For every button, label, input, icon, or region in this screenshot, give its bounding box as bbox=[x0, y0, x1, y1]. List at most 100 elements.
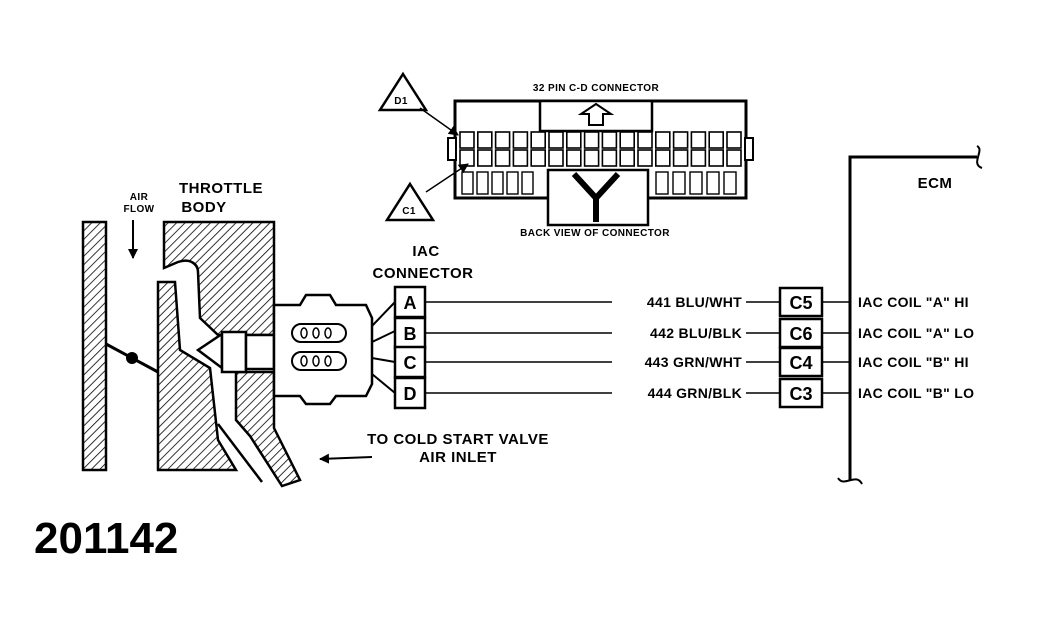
connector-pin bbox=[708, 149, 725, 167]
ecm-pin-box bbox=[778, 377, 824, 409]
circuit-row: B 442 BLU/BLK C6 IAC COIL "A" LO bbox=[393, 316, 974, 350]
connector-pin bbox=[494, 149, 511, 167]
ecm-break-bottom bbox=[837, 477, 863, 485]
connector-pin bbox=[476, 149, 493, 167]
connector-pin bbox=[565, 131, 582, 149]
ecm-pin-label: C3 bbox=[789, 384, 812, 404]
harness-wire-c bbox=[371, 357, 396, 363]
connector-pin bbox=[637, 149, 653, 167]
c1-badge-label: C1 bbox=[402, 206, 416, 217]
connector-pin bbox=[565, 149, 582, 167]
c1-badge bbox=[384, 181, 436, 222]
iac-valve-body bbox=[220, 330, 248, 374]
cold-start-label-1: TO COLD START VALVE bbox=[367, 431, 549, 448]
ecm-function-label: IAC COIL "A" HI bbox=[858, 294, 969, 310]
throttle-body-assembly: AIR FLOW THROTTLE BODY bbox=[81, 180, 396, 488]
throttle-label-1: THROTTLE bbox=[179, 180, 263, 197]
connector-pin bbox=[619, 149, 636, 167]
connector-pin-lower bbox=[689, 171, 703, 195]
connector-pin bbox=[548, 131, 564, 149]
connector-pin-grid bbox=[459, 131, 742, 195]
d1-badge bbox=[377, 71, 429, 112]
connector-pin bbox=[512, 149, 529, 167]
connector-pin bbox=[654, 131, 671, 149]
connector-pin bbox=[530, 149, 547, 167]
connector-pin bbox=[476, 131, 493, 149]
harness-wire-a bbox=[371, 301, 396, 327]
connector-pin-lower bbox=[723, 171, 737, 195]
connector-pin bbox=[601, 149, 618, 167]
connector-pin-lower bbox=[461, 171, 474, 195]
iac-label-2: CONNECTOR bbox=[373, 265, 474, 282]
connector-pin bbox=[672, 149, 689, 167]
connector-pin bbox=[601, 131, 618, 149]
cd-connector: 32 PIN C-D CONNECTOR BACK VIEW OF CONNEC… bbox=[377, 71, 754, 239]
iac-pin-box bbox=[393, 376, 427, 410]
cold-start-label-2: AIR INLET bbox=[419, 449, 497, 466]
socket-pin bbox=[312, 355, 320, 367]
cold-start-arrow bbox=[319, 453, 373, 464]
throttle-shaft bbox=[126, 352, 138, 364]
connector-pin bbox=[726, 131, 742, 149]
ecm-function-label: IAC COIL "B" LO bbox=[858, 385, 974, 401]
connector-pin bbox=[726, 149, 742, 167]
iac-pin-label: A bbox=[404, 293, 417, 313]
iac-label-1: IAC bbox=[412, 243, 439, 260]
ecm-function-label: IAC COIL "A" LO bbox=[858, 325, 974, 341]
wire-label: 444 GRN/BLK bbox=[648, 385, 742, 401]
connector-pin bbox=[690, 149, 707, 167]
iac-pin-label: D bbox=[404, 384, 417, 404]
c1-leader-line bbox=[425, 163, 469, 193]
iac-pin-box bbox=[393, 345, 427, 379]
socket-pin bbox=[324, 355, 332, 367]
connector-pin bbox=[619, 131, 636, 149]
connector-pin bbox=[512, 131, 529, 149]
d1-leader-line bbox=[419, 107, 459, 136]
connector-pin-lower bbox=[476, 171, 489, 195]
connector-pin bbox=[654, 149, 671, 167]
connector-pin-lower bbox=[672, 171, 686, 195]
connector-pin bbox=[708, 131, 725, 149]
connector-pin bbox=[530, 131, 547, 149]
ecm-function-label: IAC COIL "B" HI bbox=[858, 354, 969, 370]
ecm-pin-label: C4 bbox=[789, 353, 812, 373]
air-flow-label-1: AIR bbox=[130, 192, 149, 203]
harness-wire-b bbox=[371, 330, 396, 343]
circuit-row: D 444 GRN/BLK C3 IAC COIL "B" LO bbox=[393, 376, 974, 410]
connector-pin bbox=[637, 131, 653, 149]
iac-pin-label: C bbox=[404, 353, 417, 373]
throttle-label-2: BODY bbox=[181, 199, 226, 216]
connector-pin bbox=[583, 149, 600, 167]
connector-pin bbox=[494, 131, 511, 149]
throttle-body-lower bbox=[156, 280, 239, 472]
ecm-label: ECM bbox=[918, 175, 953, 192]
socket-pin bbox=[300, 355, 308, 367]
socket-pin bbox=[300, 327, 308, 339]
ecm-pin-label: C6 bbox=[789, 324, 812, 344]
connector-pin bbox=[672, 131, 689, 149]
connector-pin-lower bbox=[655, 171, 669, 195]
connector-pin-lower bbox=[521, 171, 534, 195]
connector-pin bbox=[583, 131, 600, 149]
connector-pin-lower bbox=[506, 171, 519, 195]
air-flow-label-2: FLOW bbox=[123, 204, 154, 215]
connector-arrow-icon bbox=[577, 102, 615, 126]
iac-valve-motor bbox=[244, 333, 276, 371]
connector-pin bbox=[459, 149, 475, 167]
ecm-boundary-line bbox=[848, 155, 977, 480]
iac-pin-label: B bbox=[404, 324, 417, 344]
connector-pin bbox=[690, 131, 707, 149]
harness-wire-d bbox=[371, 373, 396, 394]
connector-pin bbox=[459, 131, 475, 149]
ecm-break-top bbox=[976, 145, 983, 169]
connector-pin bbox=[548, 149, 564, 167]
socket-pin bbox=[324, 327, 332, 339]
connector-title: 32 PIN C-D CONNECTOR bbox=[533, 83, 660, 94]
ecm-pin-label: C5 bbox=[789, 293, 812, 313]
wire-label: 442 BLU/BLK bbox=[650, 325, 742, 341]
back-view-label: BACK VIEW OF CONNECTOR bbox=[520, 228, 670, 239]
bore-wall-left bbox=[81, 220, 108, 472]
d1-badge-label: D1 bbox=[394, 96, 408, 107]
